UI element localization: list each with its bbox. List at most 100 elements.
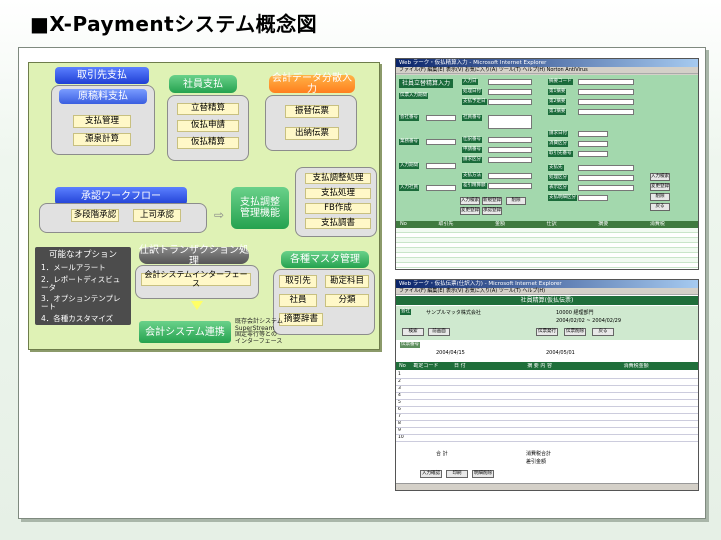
table-row[interactable] [396, 233, 698, 238]
cash-slip-item: 出納伝票 [285, 127, 339, 140]
period-label: 伝票入力期間 [399, 93, 428, 99]
mid-label: 差引精算額 [462, 183, 487, 189]
summary3-field[interactable] [578, 109, 634, 115]
payment-detail-field[interactable] [578, 195, 608, 201]
accounting-input-header: 会計データ分散入力 [269, 73, 355, 95]
input-employee-label: 入力社員 [399, 185, 419, 191]
process-type-field[interactable] [578, 175, 634, 181]
net-total-label: 差引金額 [526, 459, 547, 465]
payment-management-item: 支払管理 [73, 115, 131, 128]
vendor-number-field[interactable] [578, 151, 608, 157]
new-button[interactable]: 新規登録 [482, 197, 502, 205]
journal-transaction-header: 仕訳トランザクション処理 [139, 244, 249, 267]
master-employee-item: 社員 [279, 294, 317, 307]
right-label: 取引先番号 [548, 151, 573, 157]
company-field[interactable] [426, 115, 456, 121]
transfer-slip-item: 振替伝票 [285, 105, 339, 118]
master-vendor-item: 取引先 [279, 275, 317, 288]
grid-rows [396, 228, 698, 269]
payment-adjust-process-item: 支払調整処理 [305, 173, 371, 184]
approval-workflow-group [39, 203, 207, 233]
side-button[interactable]: 変更登録 [650, 183, 670, 191]
right-label: 第2摘要 [548, 99, 567, 105]
table-row[interactable] [396, 228, 698, 233]
provisional-request-item: 仮払申請 [177, 120, 239, 132]
input-date-field[interactable] [488, 79, 532, 85]
fb-create-item: FB作成 [305, 203, 371, 214]
payment-process-item: 支払処理 [305, 188, 371, 199]
master-category-item: 分類 [325, 294, 369, 307]
right-label: 請求日付 [548, 131, 568, 137]
option-item: 1．メールアラート [41, 263, 106, 273]
confirm-button[interactable]: 入力確認 [420, 470, 442, 478]
table-row[interactable] [396, 263, 698, 268]
update-button[interactable]: 変更登録 [460, 207, 480, 215]
dept-value: 10000 経理部門 [556, 310, 594, 316]
accounting-interface-item: 会計システムインターフェース [141, 270, 251, 287]
right-label: 表示区分 [548, 185, 568, 191]
employee-expense-window: Web ラーク・仮払精算入力 - Microsoft Internet Expl… [395, 58, 699, 270]
right-label: 支払明細区分 [548, 195, 577, 201]
side-button[interactable]: 削除 [650, 193, 670, 201]
side-button[interactable]: 入力検索 [650, 173, 670, 181]
employee-number-field[interactable] [488, 115, 532, 129]
delete-detail-button[interactable]: 明細削除 [472, 470, 494, 478]
billing-type-field[interactable] [488, 157, 532, 163]
consumption-type-field[interactable] [578, 141, 608, 147]
table-row[interactable] [396, 248, 698, 253]
mid-label: 申請番号 [462, 147, 482, 153]
payment-date-field[interactable] [488, 99, 532, 105]
print-button[interactable]: 印刷 [446, 470, 468, 478]
prev-button[interactable]: 前画面 [428, 328, 450, 336]
right-label: 摘要コード [548, 79, 573, 85]
table-row[interactable] [396, 258, 698, 263]
table-row[interactable] [396, 243, 698, 248]
request-number-field[interactable] [488, 147, 532, 153]
business-label: 業務番号 [399, 139, 419, 145]
row-number: 9 [398, 428, 401, 433]
total-label: 合 計 [436, 451, 448, 457]
row-number: 1 [398, 372, 401, 377]
issue-button[interactable]: 伝票発行 [536, 328, 558, 336]
business-field[interactable] [426, 139, 456, 145]
summary1-field[interactable] [578, 89, 634, 95]
delete-button[interactable]: 削除 [506, 197, 526, 205]
input-period-field[interactable] [426, 163, 456, 169]
journal-number-field[interactable] [488, 137, 532, 143]
detail-rows: 1 2 3 4 5 6 7 8 9 10 [396, 371, 698, 447]
window-menu: ファイル(F) 編集(E) 表示(V) お気に入り(A) ツール(T) ヘルプ(… [396, 67, 698, 74]
accounting-input-group [265, 95, 357, 151]
payee-field[interactable] [578, 165, 634, 171]
payment-date-value: 2004/05/01 [546, 350, 575, 356]
delete-button[interactable]: 伝票削除 [564, 328, 586, 336]
back-button[interactable]: 戻る [592, 328, 614, 336]
row-number: 8 [398, 421, 401, 426]
arrow-right-icon: ⇨ [213, 208, 225, 223]
right-label: 消費区分 [548, 141, 568, 147]
advance-settlement-item: 立替精算 [177, 103, 239, 115]
billing-date-field[interactable] [578, 131, 608, 137]
master-summary-dict-item: 摘要辞書 [279, 313, 323, 326]
back-button[interactable]: 戻る [650, 203, 670, 211]
process-date-field[interactable] [488, 89, 532, 95]
input-employee-field[interactable] [426, 185, 456, 191]
approve-button[interactable]: 承認登録 [482, 207, 502, 215]
period-value: 2004/02/02 ~ 2004/02/29 [556, 318, 622, 324]
net-amount-field[interactable] [488, 183, 532, 189]
sheet-heading: 社員精算(仮払伝票) [396, 296, 698, 305]
window-title: Web ラーク・仮払伝票(仕訳入力) - Microsoft Internet … [396, 280, 698, 288]
slip-number-label: 伝票番号 [400, 342, 420, 348]
right-label: 第1摘要 [548, 89, 567, 95]
summary2-field[interactable] [578, 99, 634, 105]
accounting-link-box: 会計システム連携 [139, 321, 231, 343]
summary-code-field[interactable] [578, 79, 634, 85]
search-button[interactable]: 入力検索 [460, 197, 480, 205]
search-button[interactable]: 検索 [402, 328, 424, 336]
arrow-down-icon [191, 301, 203, 310]
display-type-field[interactable] [578, 185, 634, 191]
payment-method-field[interactable] [488, 173, 532, 179]
table-row[interactable] [396, 253, 698, 258]
table-row[interactable] [396, 238, 698, 243]
row-number: 4 [398, 393, 401, 398]
